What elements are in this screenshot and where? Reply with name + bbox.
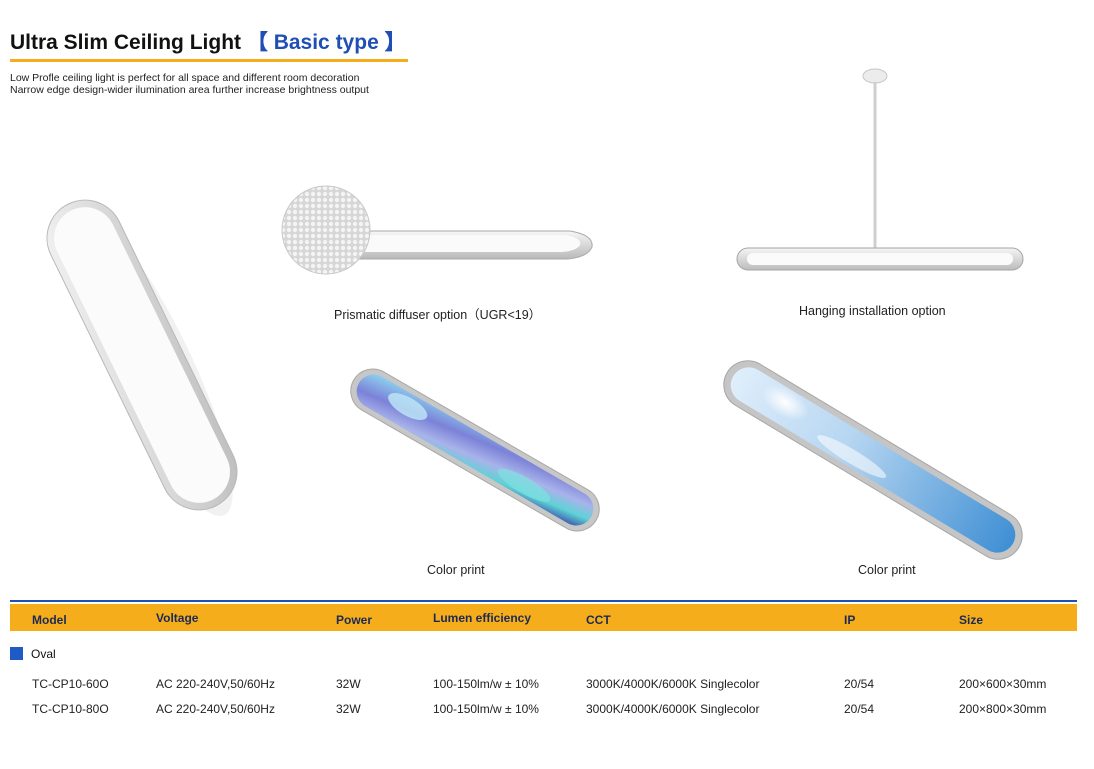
cell-voltage: AC 220-240V,50/60Hz [156, 702, 275, 716]
col-header-power: Power [336, 613, 373, 627]
cell-size: 200×800×30mm [959, 702, 1047, 716]
intro-text: Low Profle ceiling light is perfect for … [10, 72, 369, 96]
cell-lumen: 100-150lm/w ± 10% [433, 702, 539, 716]
table-top-rule [10, 600, 1077, 602]
cell-voltage: AC 220-240V,50/60Hz [156, 677, 275, 691]
col-header-cct: CCT [586, 613, 611, 627]
intro-line-2: Narrow edge design-wider ilumination are… [10, 84, 369, 96]
page-title: Ultra Slim Ceiling Light 【 Basic type 】 [10, 26, 406, 56]
product-image-color-print-galaxy [350, 368, 600, 532]
product-image-color-print-sky [723, 360, 1023, 560]
cell-model: TC-CP10-60O [32, 677, 109, 691]
cell-model: TC-CP10-80O [32, 702, 109, 716]
col-header-size: Size [959, 613, 984, 627]
cell-ip: 20/54 [844, 677, 875, 691]
cell-power: 32W [336, 702, 361, 716]
group-marker [10, 647, 23, 660]
cell-cct: 3000K/4000K/6000K Singlecolor [586, 677, 760, 691]
cell-ip: 20/54 [844, 702, 875, 716]
cell-size: 200×600×30mm [959, 677, 1047, 691]
caption-prismatic: Prismatic diffuser option（UGR<19） [334, 308, 542, 322]
caption-color-print-1: Color print [427, 563, 485, 577]
spec-table-header: Model Voltage Power Lumen efficiency CCT… [10, 604, 1077, 631]
caption-color-print-2: Color print [858, 563, 916, 577]
title-underline [10, 59, 408, 62]
col-header-voltage: Voltage [156, 611, 199, 625]
product-image-prismatic-diffuser [281, 185, 593, 275]
group-label: Oval [31, 647, 56, 661]
caption-hanging: Hanging installation option [799, 304, 946, 318]
page-title-text: Ultra Slim Ceiling Light [10, 31, 242, 54]
cell-cct: 3000K/4000K/6000K Singlecolor [586, 702, 760, 716]
col-header-lumen: Lumen efficiency [433, 611, 532, 625]
page-title-highlight: 【 Basic type 】 [246, 31, 406, 54]
product-image-diagonal-panel [46, 199, 238, 517]
intro-line-1: Low Profle ceiling light is perfect for … [10, 72, 360, 84]
product-image-hanging [736, 68, 1024, 271]
cell-lumen: 100-150lm/w ± 10% [433, 677, 539, 691]
col-header-model: Model [32, 613, 67, 627]
cell-power: 32W [336, 677, 361, 691]
col-header-ip: IP [844, 613, 856, 627]
